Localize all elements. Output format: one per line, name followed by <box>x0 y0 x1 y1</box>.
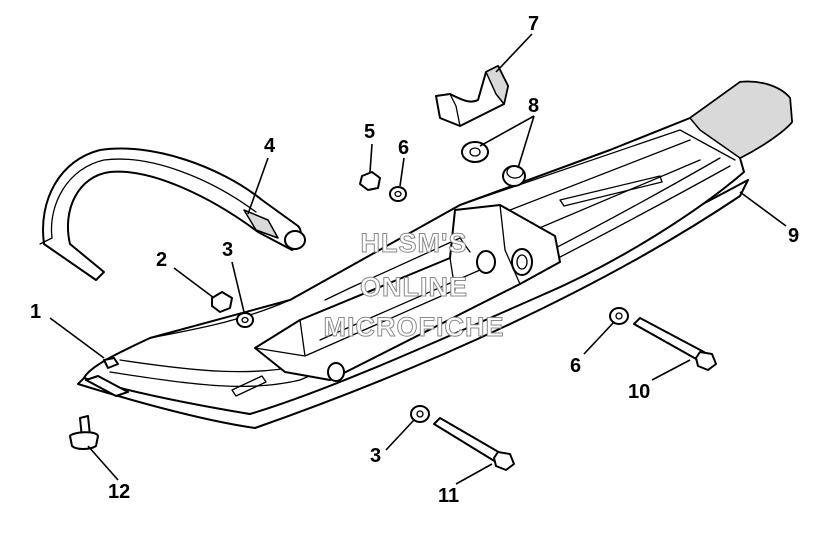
bushing-upper[interactable] <box>461 141 489 163</box>
ski-body[interactable] <box>77 80 793 429</box>
watermark-line-3: MICROFICHE <box>324 312 505 342</box>
callout-7: 7 <box>528 13 539 35</box>
callout-10: 10 <box>628 381 650 403</box>
bolt-10[interactable] <box>633 317 717 371</box>
callouts: 1 2 3 4 5 6 7 8 9 10 11 12 6 3 <box>30 13 799 507</box>
bushing-lower[interactable] <box>502 165 526 187</box>
callout-3-lower: 3 <box>370 445 381 467</box>
screw-12[interactable] <box>69 415 99 450</box>
callout-5: 5 <box>364 121 375 143</box>
callout-6-lower: 6 <box>570 355 581 377</box>
washer-3-lower[interactable] <box>410 405 430 423</box>
ski-wear-pad[interactable] <box>435 65 509 127</box>
ski-handle-loop[interactable] <box>39 147 306 281</box>
washer-6-upper[interactable] <box>389 186 407 202</box>
nut-5[interactable] <box>359 171 381 191</box>
washer-3-upper[interactable] <box>236 312 254 328</box>
callout-11: 11 <box>438 485 459 507</box>
callout-8: 8 <box>528 95 539 117</box>
callout-6: 6 <box>398 137 409 159</box>
callout-1: 1 <box>30 301 41 323</box>
callout-2: 2 <box>156 249 167 271</box>
rivet-1[interactable] <box>103 357 119 369</box>
watermark: HLSM'S ONLINE MICROFICHE <box>323 228 505 343</box>
callout-4: 4 <box>264 135 276 157</box>
leader-lines <box>49 33 787 485</box>
bolt-11[interactable] <box>433 417 515 471</box>
callout-3: 3 <box>222 239 233 261</box>
callout-9: 9 <box>788 225 799 247</box>
washer-6-lower[interactable] <box>609 307 629 325</box>
nut-2[interactable] <box>211 291 233 313</box>
watermark-line-2: ONLINE <box>360 272 468 302</box>
callout-12: 12 <box>108 481 130 503</box>
watermark-line-1: HLSM'S <box>361 228 468 258</box>
